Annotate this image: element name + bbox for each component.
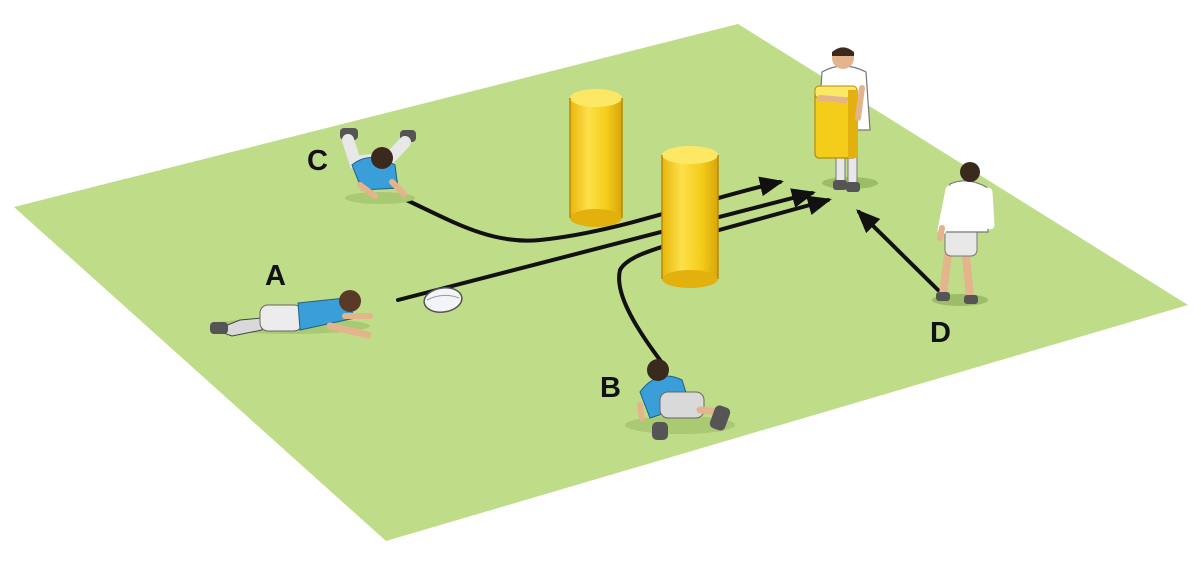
run-line-a (396, 188, 816, 302)
tackle-bag-icon (569, 89, 623, 227)
hit-shield-icon (814, 85, 858, 159)
shield-holder (814, 47, 878, 192)
player-d (932, 162, 995, 306)
label-d: D (930, 317, 951, 349)
label-b: B (600, 372, 621, 404)
label-c: C (307, 145, 328, 177)
label-a: A (265, 260, 286, 292)
player-b (625, 359, 735, 440)
rugby-ball-icon (423, 287, 463, 313)
player-a (210, 290, 373, 339)
run-line-d (856, 209, 940, 292)
pitch (14, 24, 1188, 541)
tackle-bag-icon (661, 146, 719, 288)
player-c (340, 128, 416, 204)
